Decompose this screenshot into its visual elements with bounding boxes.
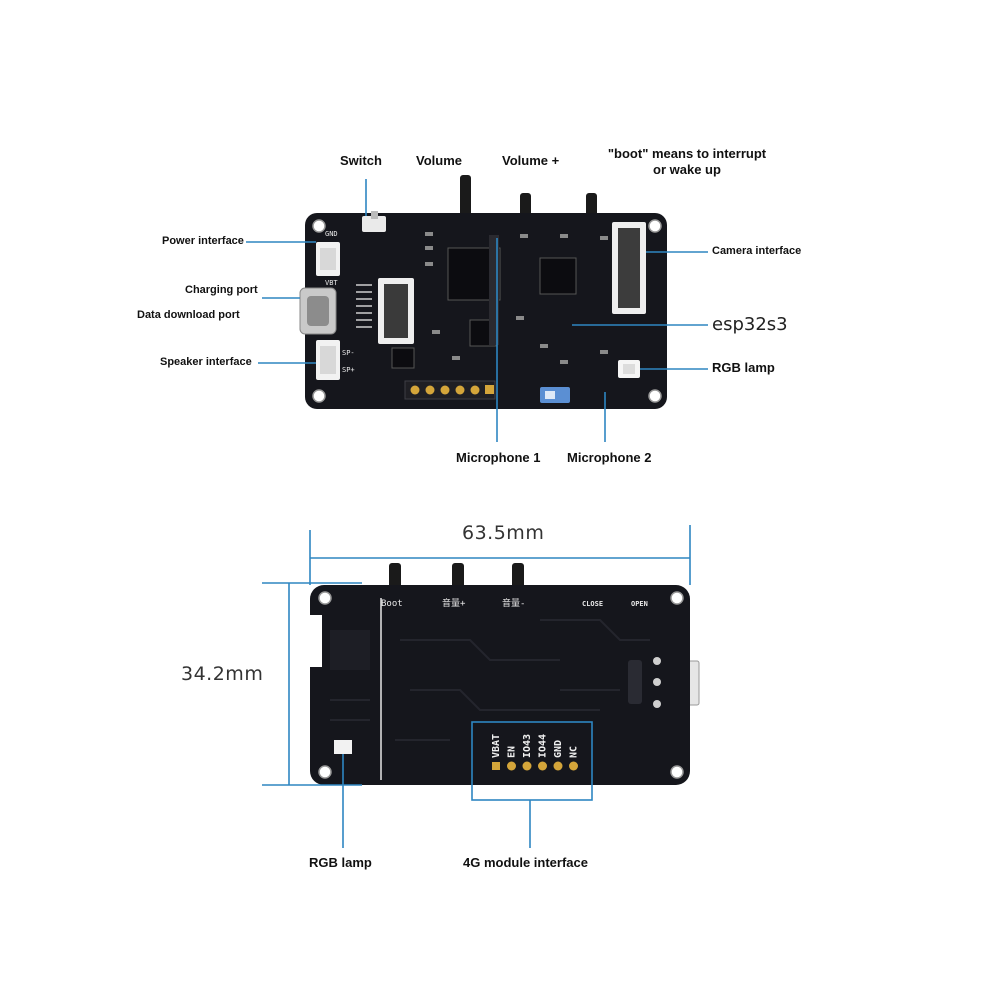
mount-hole-icon <box>312 389 326 403</box>
label-charging-port: Charging port <box>185 284 258 296</box>
pin-pad <box>492 762 500 770</box>
dimension-height: 34.2mm <box>181 663 264 685</box>
bottom-pcb <box>310 585 690 785</box>
volume-button-shape <box>460 175 471 217</box>
module-pins: VBAT EN IO43 IO44 GND NC <box>491 734 580 771</box>
bottom-leader-lines <box>342 754 531 848</box>
silk-vol-plus: 音量+ <box>442 597 466 609</box>
silk-vol-minus: 音量- <box>502 597 525 609</box>
pin-pad <box>507 761 516 771</box>
vol-plus-button-back-shape <box>452 563 464 589</box>
mount-hole-icon <box>648 219 662 233</box>
dimension-lines <box>262 525 691 786</box>
label-switch: Switch <box>340 153 382 168</box>
vol-minus-button-back-shape <box>512 563 524 589</box>
silk-open: OPEN <box>631 600 648 608</box>
pin-label-io43: IO43 <box>522 734 533 758</box>
pin-pad <box>553 761 563 771</box>
silk-gnd: GND <box>325 230 338 238</box>
pin-pad <box>538 761 547 771</box>
mount-hole-icon <box>670 765 684 779</box>
mount-hole-icon <box>648 389 662 403</box>
pin-label-nc: NC <box>569 746 580 758</box>
label-esp32s3: esp32s3 <box>712 314 788 335</box>
silk-vbt: VBT <box>325 279 338 287</box>
header-pads <box>404 380 496 400</box>
silk-boot: Boot <box>381 599 403 609</box>
top-leader-lines <box>246 179 708 442</box>
label-microphone-1: Microphone 1 <box>456 450 541 465</box>
label-volume: Volume <box>416 153 462 168</box>
pin-label-en: EN <box>507 746 518 758</box>
label-boot-line2: or wake up <box>653 162 721 177</box>
boot-button-shape <box>586 193 597 217</box>
mount-hole-icon <box>670 591 684 605</box>
top-board: GND VBT SP- SP+ <box>246 175 708 442</box>
pin-label-io44: IO44 <box>538 734 549 758</box>
secondary-chip-shape <box>539 257 577 295</box>
pin-label-gnd: GND <box>553 740 564 758</box>
label-volume-plus: Volume + <box>502 153 560 168</box>
label-4g-module-interface: 4G module interface <box>463 855 588 870</box>
volume-plus-button-shape <box>520 193 531 217</box>
mount-hole-icon <box>312 219 326 233</box>
silk-sp-plus: SP+ <box>342 366 355 374</box>
pin-pad <box>569 761 578 771</box>
pin-label-vbat: VBAT <box>491 734 502 758</box>
label-power-interface: Power interface <box>162 235 244 247</box>
label-rgb-lamp-bottom: RGB lamp <box>309 855 372 870</box>
switch-shape <box>362 216 386 232</box>
label-rgb-lamp-top: RGB lamp <box>712 360 775 375</box>
boot-button-back-shape <box>389 563 401 589</box>
bottom-board: Boot 音量+ 音量- CLOSE OPEN VBAT EN IO43 IO44 GN… <box>262 525 700 848</box>
mount-hole-icon <box>318 765 332 779</box>
label-camera-interface: Camera interface <box>712 245 802 257</box>
silk-sp-minus: SP- <box>342 349 355 357</box>
dimension-width: 63.5mm <box>462 522 545 544</box>
pin-pad <box>522 761 532 771</box>
silk-close: CLOSE <box>582 600 603 608</box>
label-speaker-interface: Speaker interface <box>160 356 252 368</box>
label-boot-line1: "boot" means to interrupt <box>607 146 767 161</box>
label-microphone-2: Microphone 2 <box>567 450 652 465</box>
rgb-lamp-back-shape <box>334 740 352 754</box>
label-data-download-port: Data download port <box>137 309 240 321</box>
mount-hole-icon <box>318 591 332 605</box>
module-interface-box <box>471 721 593 801</box>
